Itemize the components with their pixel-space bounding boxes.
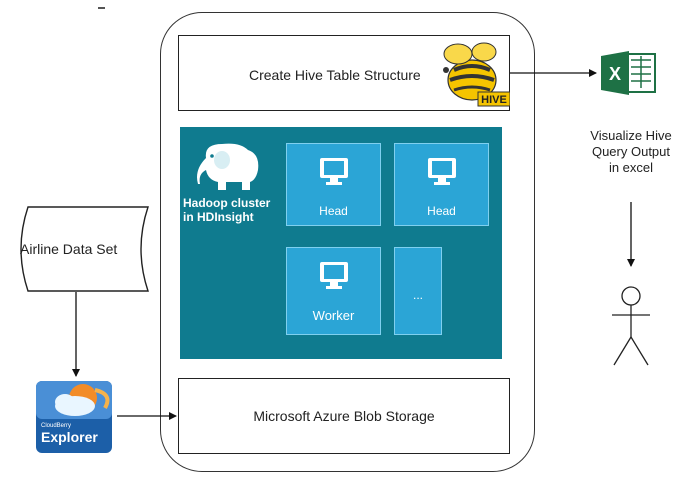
user-actor-icon — [612, 286, 650, 366]
cluster-label: Hadoop cluster in HDInsight — [183, 196, 283, 224]
node-label: Head — [427, 204, 456, 218]
visualize-line2: Query Output — [591, 144, 671, 159]
airline-dataset-shape — [20, 206, 149, 292]
cloudberry-big-text: Explorer — [41, 429, 98, 445]
head-node-1: Head — [286, 143, 381, 226]
blob-storage-box: Microsoft Azure Blob Storage — [178, 378, 510, 454]
node-label: ... — [412, 288, 423, 302]
visualize-line3: in excel — [608, 160, 654, 175]
cloudberry-small-text: CloudBerry — [41, 423, 71, 429]
cloudberry-explorer-icon: CloudBerry Explorer — [36, 381, 112, 453]
server-monitor-icon — [427, 158, 456, 185]
hadoop-elephant-icon — [197, 143, 259, 190]
hive-logo-icon: HIVE — [443, 42, 510, 107]
blob-box-label: Microsoft Azure Blob Storage — [253, 408, 435, 424]
worker-node: Worker — [286, 247, 381, 335]
more-nodes: ... — [394, 247, 442, 335]
azure-container — [160, 12, 535, 472]
hive-box-label: Create Hive Table Structure — [249, 67, 421, 83]
cluster-label-line1: Hadoop cluster — [183, 196, 271, 210]
server-monitor-icon — [319, 262, 348, 289]
dataset-label: Airline Data Set — [20, 241, 118, 257]
stray-mark — [98, 7, 105, 9]
cluster-label-line2: in HDInsight — [183, 210, 254, 224]
head-node-2: Head — [394, 143, 489, 226]
excel-letter: X — [609, 64, 621, 84]
node-label: Worker — [312, 308, 355, 323]
visualize-line1: Visualize Hive — [590, 128, 672, 143]
excel-icon: X — [601, 51, 656, 95]
server-monitor-icon — [319, 158, 348, 185]
node-label: Head — [319, 204, 348, 218]
hive-logo-text: HIVE — [481, 94, 507, 106]
visualize-label: Visualize Hive Query Output in excel — [576, 128, 686, 176]
